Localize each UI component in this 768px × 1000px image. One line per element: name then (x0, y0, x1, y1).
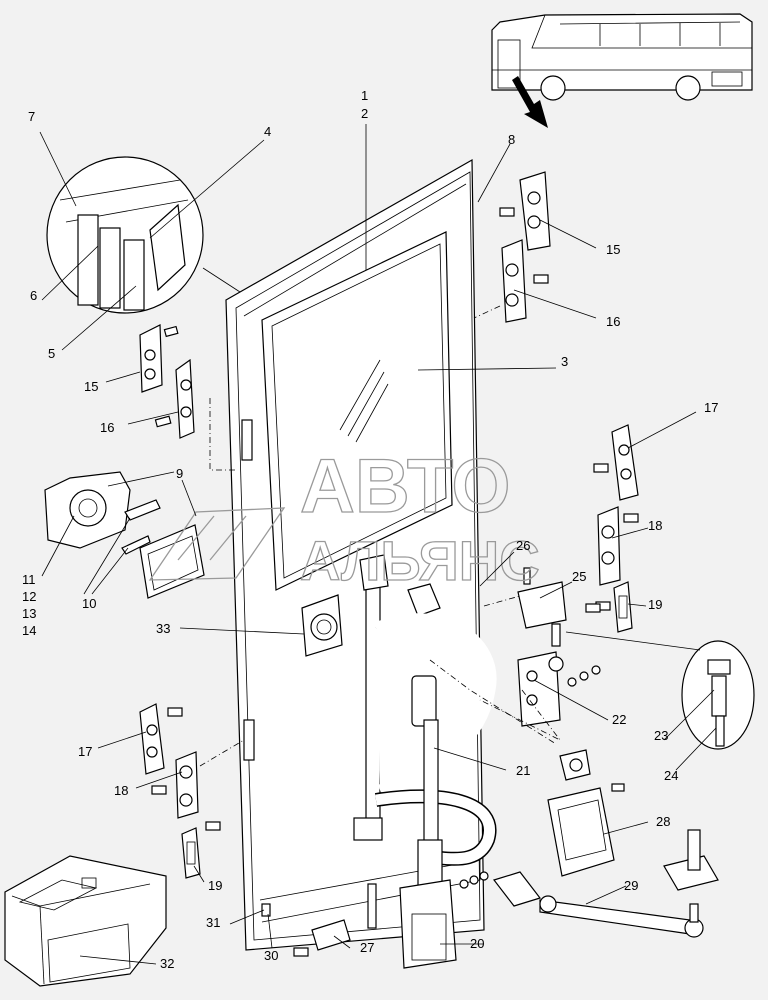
callout-24: 24 (664, 768, 678, 783)
callout-11: 11 (22, 572, 36, 587)
bracket-assembly (479, 567, 601, 741)
callout-8: 8 (508, 132, 515, 147)
leader-lines (39, 124, 717, 965)
strip-30-31 (261, 903, 271, 917)
striker-plate-19-left (181, 821, 221, 879)
striker-plate-18-right (597, 506, 639, 586)
callout-29: 29 (624, 878, 638, 893)
step-unit-32 (4, 855, 167, 987)
callout-21: 21 (516, 763, 530, 778)
striker-plate-18-left (151, 739, 245, 819)
callout-14: 14 (22, 623, 36, 638)
watermark-line-2: АЛЬЯНС (300, 529, 540, 592)
striker-plate-17-right (593, 424, 639, 501)
hinge-plate-15-right (499, 171, 551, 251)
callout-26: 26 (516, 538, 530, 553)
bus-thumbnail (491, 13, 753, 128)
hinge-plate-16-right (473, 239, 549, 323)
callout-32: 32 (160, 956, 174, 971)
callout-16-left: 16 (100, 420, 114, 435)
callout-5: 5 (48, 346, 55, 361)
callout-labels: 1 2 3 4 5 6 7 8 9 10 11 12 13 14 15 15 1… (22, 88, 718, 971)
pin-detail-circle (565, 631, 755, 750)
callout-23: 23 (654, 728, 668, 743)
callout-25: 25 (572, 569, 586, 584)
cover-28 (547, 749, 625, 877)
callout-28: 28 (656, 814, 670, 829)
callout-6: 6 (30, 288, 37, 303)
callout-4: 4 (264, 124, 271, 139)
callout-18-left: 18 (114, 783, 128, 798)
callout-27: 27 (360, 940, 374, 955)
callout-15-left: 15 (84, 379, 98, 394)
callout-15-right: 15 (606, 242, 620, 257)
seal-detail-circle (46, 156, 241, 314)
callout-31: 31 (206, 915, 220, 930)
striker-plate-19-right (595, 581, 633, 633)
callout-20: 20 (470, 936, 484, 951)
clip-27 (293, 919, 351, 957)
callout-17-right: 17 (704, 400, 718, 415)
callout-18-right: 18 (648, 518, 662, 533)
door-drive-mechanism (353, 554, 557, 969)
callout-2: 2 (361, 106, 368, 121)
callout-13: 13 (22, 606, 36, 621)
watermark: АВТО АЛЬЯНС (148, 443, 540, 593)
callout-9: 9 (176, 466, 183, 481)
callout-3: 3 (561, 354, 568, 369)
callout-19-right: 19 (648, 597, 662, 612)
knob-plate-33 (301, 594, 343, 657)
linkage-29 (459, 829, 719, 938)
callout-33: 33 (156, 621, 170, 636)
callout-16-right: 16 (606, 314, 620, 329)
callout-22: 22 (612, 712, 626, 727)
callout-10: 10 (82, 596, 96, 611)
callout-12: 12 (22, 589, 36, 604)
callout-7: 7 (28, 109, 35, 124)
striker-plate-17-left (139, 703, 183, 775)
callout-1: 1 (361, 88, 368, 103)
watermark-line-1: АВТО (300, 444, 511, 529)
callout-19-left: 19 (208, 878, 222, 893)
hinge-plate-16-left (154, 358, 236, 471)
callout-30: 30 (264, 948, 278, 963)
hinge-plate-15-left (139, 324, 179, 393)
callout-17-left: 17 (78, 744, 92, 759)
